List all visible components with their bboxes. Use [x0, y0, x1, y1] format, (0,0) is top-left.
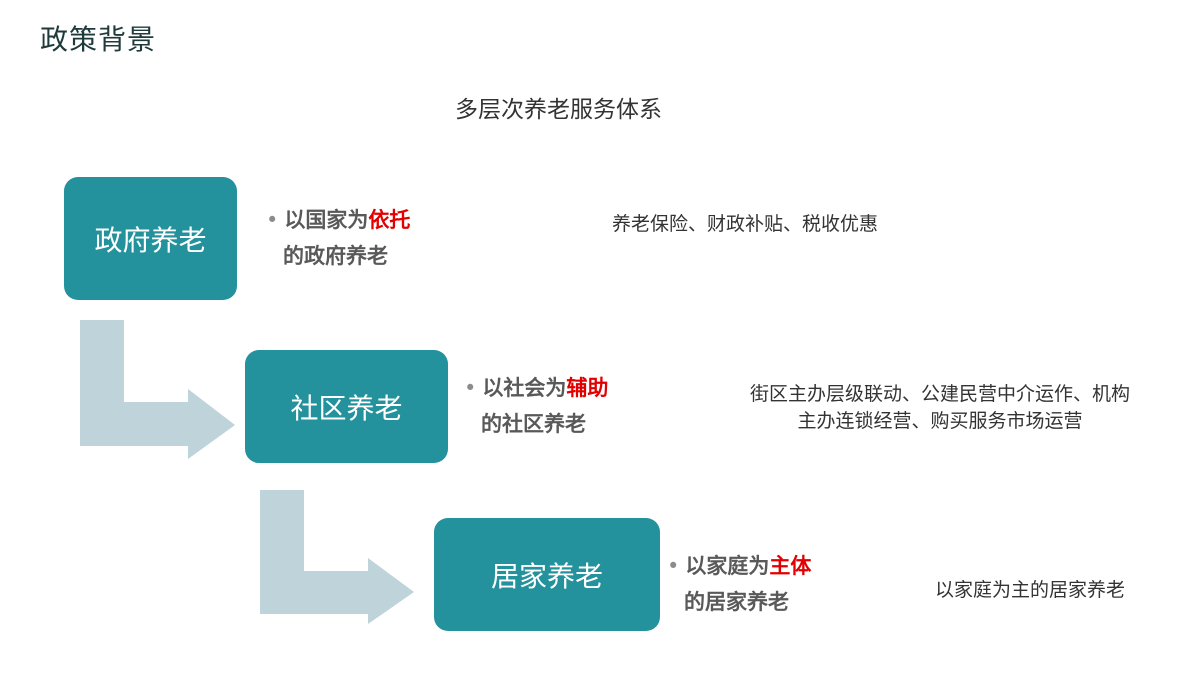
- bullet-highlight: 主体: [769, 554, 812, 578]
- tier-name: 社区养老: [290, 391, 403, 425]
- diagram-subtitle: 多层次养老服务体系: [455, 97, 662, 123]
- bullet-prefix: 以家庭为: [685, 554, 770, 578]
- tier-box-home: 居家养老: [434, 518, 660, 631]
- bullet-dot-icon: •: [266, 208, 279, 232]
- tier-desc-government: 养老保险、财政补贴、税收优惠: [545, 211, 945, 238]
- bullet-prefix: 以国家为: [284, 208, 369, 232]
- tier-name: 政府养老: [94, 223, 207, 257]
- tier-desc-home: 以家庭为主的居家养老: [900, 577, 1160, 604]
- bullet-dot-icon: •: [667, 554, 680, 578]
- bullet-line2: 的政府养老: [283, 244, 388, 268]
- bullet-prefix: 以社会为: [482, 376, 567, 400]
- bullet-line2: 的社区养老: [481, 412, 586, 436]
- bullet-highlight: 辅助: [566, 376, 609, 400]
- tier-bullet-community: •以社会为辅助 的社区养老: [464, 370, 608, 442]
- bullet-line2: 的居家养老: [684, 590, 789, 614]
- desc-line: 以家庭为主的居家养老: [934, 579, 1125, 601]
- tier-bullet-government: •以国家为依托 的政府养老: [266, 202, 410, 274]
- bullet-highlight: 依托: [368, 208, 411, 232]
- tier-name: 居家养老: [490, 559, 603, 593]
- tier-box-community: 社区养老: [245, 350, 448, 463]
- desc-line: 街区主办层级联动、公建民营中介运作、机构: [749, 383, 1130, 405]
- arrow-1-icon: [80, 320, 235, 459]
- desc-line: 养老保险、财政补贴、税收优惠: [611, 213, 878, 235]
- tier-bullet-home: •以家庭为主体 的居家养老: [667, 548, 811, 620]
- tier-desc-community: 街区主办层级联动、公建民营中介运作、机构 主办连锁经营、购买服务市场运营: [730, 381, 1150, 435]
- arrow-2-icon: [260, 490, 414, 624]
- bullet-dot-icon: •: [464, 376, 477, 400]
- desc-line: 主办连锁经营、购买服务市场运营: [797, 410, 1083, 432]
- page-title: 政策背景: [40, 23, 157, 56]
- tier-box-government: 政府养老: [64, 177, 237, 300]
